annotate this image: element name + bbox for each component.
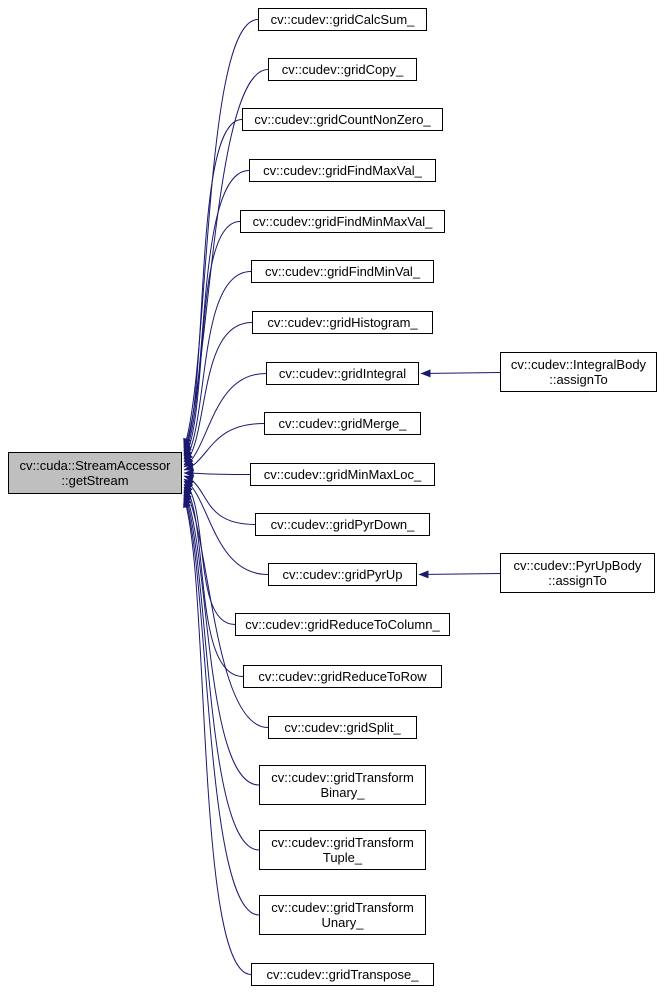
edge-pyrupbody-gridpyrup bbox=[418, 570, 501, 579]
node-gridcountnonzero[interactable]: cv::cudev::gridCountNonZero_ bbox=[242, 108, 443, 131]
node-gridcopy[interactable]: cv::cudev::gridCopy_ bbox=[268, 58, 417, 81]
node-getstream: cv::cuda::StreamAccessor ::getStream bbox=[8, 452, 182, 494]
node-integralbody-assignto[interactable]: cv::cudev::IntegralBody ::assignTo bbox=[500, 352, 657, 392]
node-gridfindminmaxval[interactable]: cv::cudev::gridFindMinMaxVal_ bbox=[240, 210, 445, 233]
node-pyrupbody-assignto[interactable]: cv::cudev::PyrUpBody ::assignTo bbox=[500, 553, 655, 593]
node-gridcalcsum[interactable]: cv::cudev::gridCalcSum_ bbox=[258, 8, 427, 31]
node-gridtranspose[interactable]: cv::cudev::gridTranspose_ bbox=[251, 963, 434, 986]
edge-gridcalcsum-getstream bbox=[183, 19, 259, 449]
edge-gridreducetorow-getstream bbox=[183, 483, 244, 677]
edge-gridhistogram-getstream bbox=[183, 322, 253, 466]
edge-gridminmaxloc-getstream bbox=[183, 469, 251, 478]
node-gridreducetocolumn[interactable]: cv::cudev::gridReduceToColumn_ bbox=[235, 613, 450, 636]
node-gridhistogram[interactable]: cv::cudev::gridHistogram_ bbox=[252, 311, 433, 334]
node-gridfindminval[interactable]: cv::cudev::gridFindMinVal_ bbox=[251, 260, 434, 283]
node-gridreducetorow[interactable]: cv::cudev::gridReduceToRow bbox=[243, 665, 442, 688]
node-gridpyrup[interactable]: cv::cudev::gridPyrUp bbox=[268, 563, 417, 586]
node-gridsplit[interactable]: cv::cudev::gridSplit_ bbox=[268, 716, 417, 739]
node-gridintegral[interactable]: cv::cudev::gridIntegral bbox=[266, 362, 419, 385]
node-gridtransformbinary[interactable]: cv::cudev::gridTransform Binary_ bbox=[259, 765, 426, 805]
node-gridtransformtuple[interactable]: cv::cudev::gridTransform Tuple_ bbox=[259, 830, 426, 870]
node-gridmerge[interactable]: cv::cudev::gridMerge_ bbox=[264, 412, 421, 435]
node-gridtransformunary[interactable]: cv::cudev::gridTransform Unary_ bbox=[259, 895, 426, 935]
edge-gridintegral-getstream bbox=[183, 373, 267, 468]
edge-gridfindminmaxval-getstream bbox=[183, 221, 241, 460]
edge-gridtransformbinary-getstream bbox=[183, 489, 260, 786]
node-gridpyrdown[interactable]: cv::cudev::gridPyrDown_ bbox=[255, 513, 430, 536]
edge-gridtranspose-getstream bbox=[183, 497, 252, 975]
edge-integralbody-gridintegral bbox=[420, 369, 501, 378]
edge-gridtransformunary-getstream bbox=[183, 494, 260, 916]
node-gridminmaxloc[interactable]: cv::cudev::gridMinMaxLoc_ bbox=[250, 463, 435, 486]
edge-gridpyrdown-getstream bbox=[183, 475, 256, 525]
node-gridfindmaxval[interactable]: cv::cudev::gridFindMaxVal_ bbox=[249, 159, 436, 182]
edge-gridreducetocolumn-getstream bbox=[183, 480, 236, 625]
edge-gridfindminval-getstream bbox=[183, 271, 252, 463]
edge-gridcountnonzero-getstream bbox=[183, 119, 243, 455]
